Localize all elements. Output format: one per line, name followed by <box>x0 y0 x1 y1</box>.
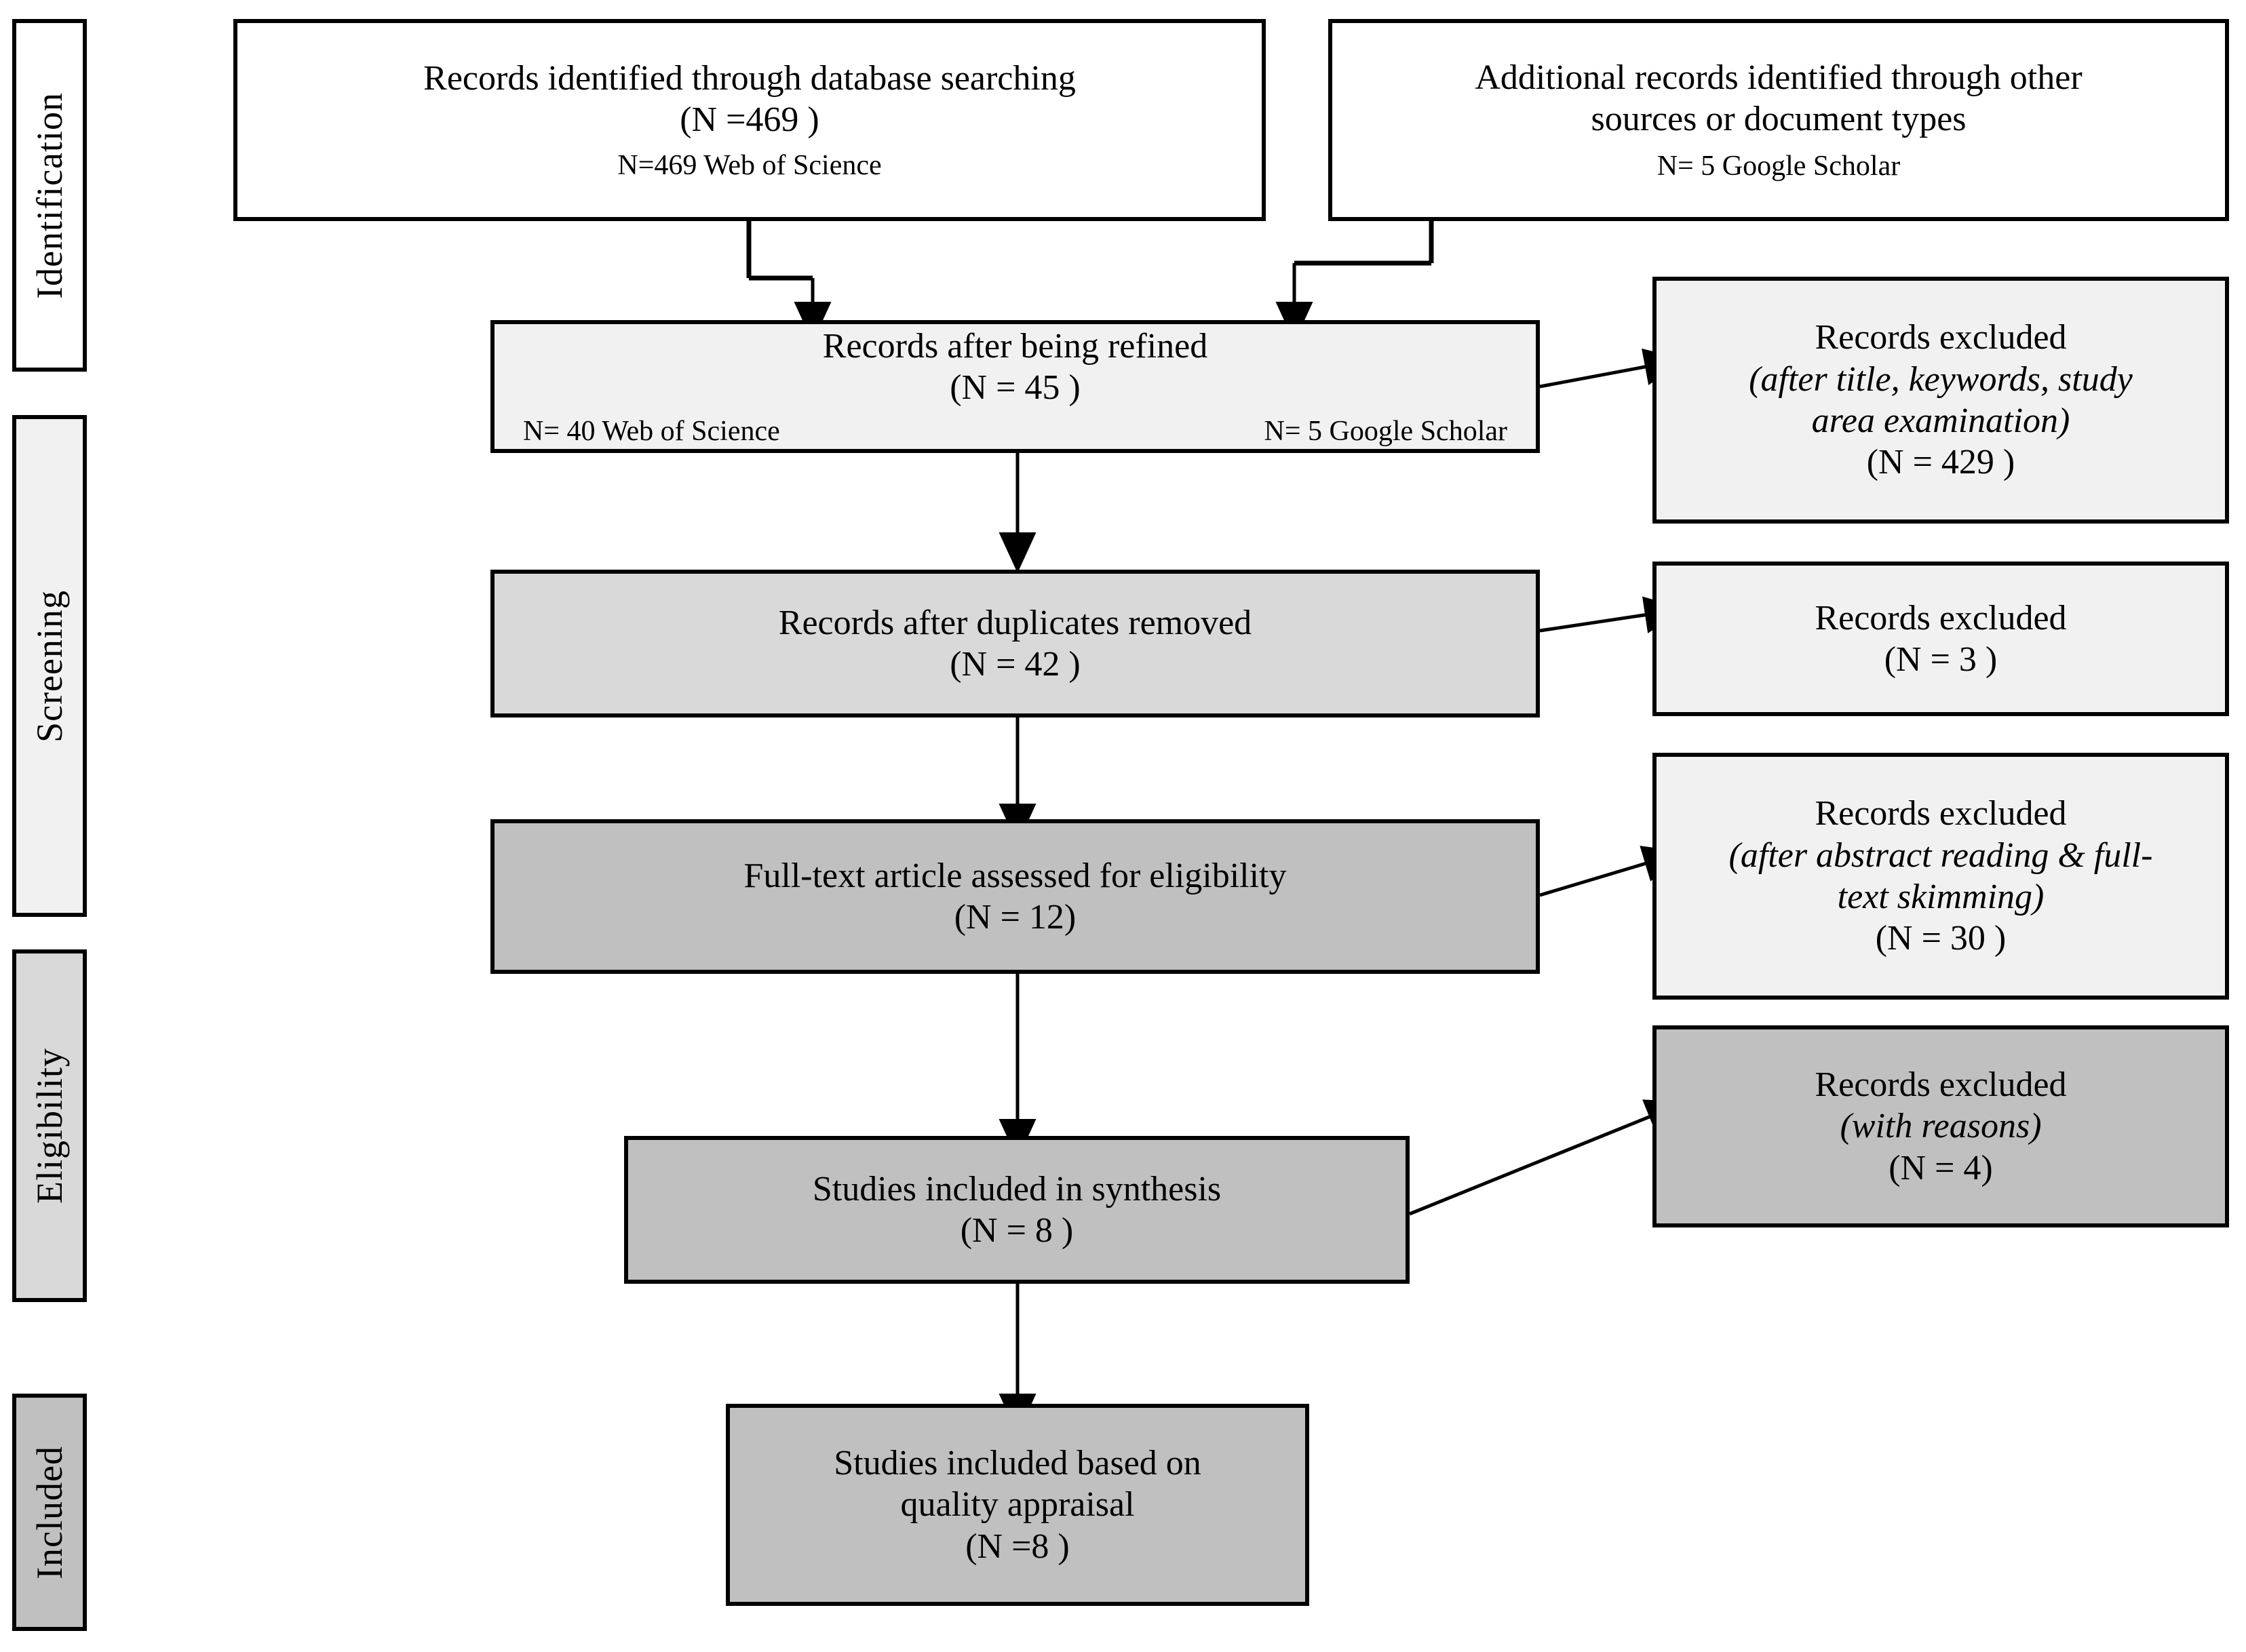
box-refined-sub-left: N= 40 Web of Science <box>523 416 780 448</box>
box-refined-subrow: N= 40 Web of Science N= 5 Google Scholar <box>504 415 1526 448</box>
stage-label-screening-text: Screening <box>29 589 70 743</box>
box-fulltext-count: (N = 12) <box>954 898 1077 937</box>
box-records-after-duplicates-removed: Records after duplicates removed (N = 42… <box>490 570 1540 717</box>
box-duplicates-count: (N = 42 ) <box>950 645 1081 684</box>
box-refined-count: (N = 45 ) <box>950 368 1081 407</box>
box-excluded-abstract-reason-line2: text skimming) <box>1837 878 2045 916</box>
stage-label-identification-text: Identification <box>29 92 70 299</box>
box-studies-included-synthesis: Studies included in synthesis (N = 8 ) <box>624 1136 1410 1284</box>
box-studies-included-quality-appraisal: Studies included based on quality apprai… <box>726 1404 1309 1606</box>
box-other-sources-sub: N= 5 Google Scholar <box>1657 150 1901 182</box>
stage-label-screening: Screening <box>12 415 87 917</box>
box-excluded-title-keywords-reason-line1: (after title, keywords, study <box>1749 359 2133 399</box>
box-additional-records-other-sources: Additional records identified through ot… <box>1328 19 2229 221</box>
box-refined-sub-right: N= 5 Google Scholar <box>1264 416 1507 448</box>
box-excluded-title-keywords: Records excluded (after title, keywords,… <box>1652 277 2229 524</box>
box-excluded-title-keywords-count: (N = 429 ) <box>1866 443 2015 482</box>
stage-label-included-text: Included <box>29 1445 70 1579</box>
box-excluded-abstract-count: (N = 30 ) <box>1875 919 2007 958</box>
box-database-sub: N=469 Web of Science <box>617 149 882 181</box>
box-fulltext-assessed-eligibility: Full-text article assessed for eligibili… <box>490 819 1540 974</box>
stage-label-eligibility-text: Eligibility <box>29 1047 70 1204</box>
box-excluded-with-reasons: Records excluded (with reasons) (N = 4) <box>1652 1025 2229 1227</box>
box-database-title: Records identified through database sear… <box>423 58 1076 98</box>
box-database-count: (N =469 ) <box>680 100 819 140</box>
box-excluded-duplicates: Records excluded (N = 3 ) <box>1652 562 2229 716</box>
box-quality-title-line1: Studies included based on <box>834 1443 1201 1482</box>
stage-label-identification: Identification <box>12 19 87 372</box>
box-records-after-refined: Records after being refined (N = 45 ) N=… <box>490 320 1540 453</box>
box-excluded-abstract-reading: Records excluded (after abstract reading… <box>1652 753 2229 1000</box>
box-excluded-title-keywords-title: Records excluded <box>1815 318 2067 357</box>
stage-label-eligibility: Eligibility <box>12 949 87 1302</box>
box-other-sources-title-line1: Additional records identified through ot… <box>1475 58 2083 97</box>
box-quality-count: (N =8 ) <box>965 1527 1070 1566</box>
box-records-identified-database: Records identified through database sear… <box>233 19 1266 221</box>
box-excluded-reasons-reason-line1: (with reasons) <box>1840 1107 2042 1146</box>
box-excluded-abstract-title: Records excluded <box>1815 794 2067 833</box>
box-duplicates-title: Records after duplicates removed <box>778 603 1252 642</box>
box-excluded-reasons-count: (N = 4) <box>1889 1148 1993 1187</box>
box-other-sources-title-line2: sources or document types <box>1591 100 1967 139</box>
box-quality-title-line2: quality appraisal <box>900 1485 1135 1525</box>
box-excluded-duplicates-title: Records excluded <box>1815 598 2067 637</box>
box-fulltext-title: Full-text article assessed for eligibili… <box>743 856 1287 895</box>
box-synthesis-title: Studies included in synthesis <box>812 1169 1222 1208</box>
box-synthesis-count: (N = 8 ) <box>960 1211 1074 1250</box>
box-excluded-duplicates-count: (N = 3 ) <box>1884 640 1998 679</box>
stage-label-included: Included <box>12 1394 87 1631</box>
box-refined-title: Records after being refined <box>822 326 1208 366</box>
box-excluded-title-keywords-reason-line2: area examination) <box>1811 401 2070 440</box>
box-excluded-reasons-title: Records excluded <box>1815 1065 2067 1104</box>
box-excluded-abstract-reason-line1: (after abstract reading & full- <box>1728 835 2153 875</box>
